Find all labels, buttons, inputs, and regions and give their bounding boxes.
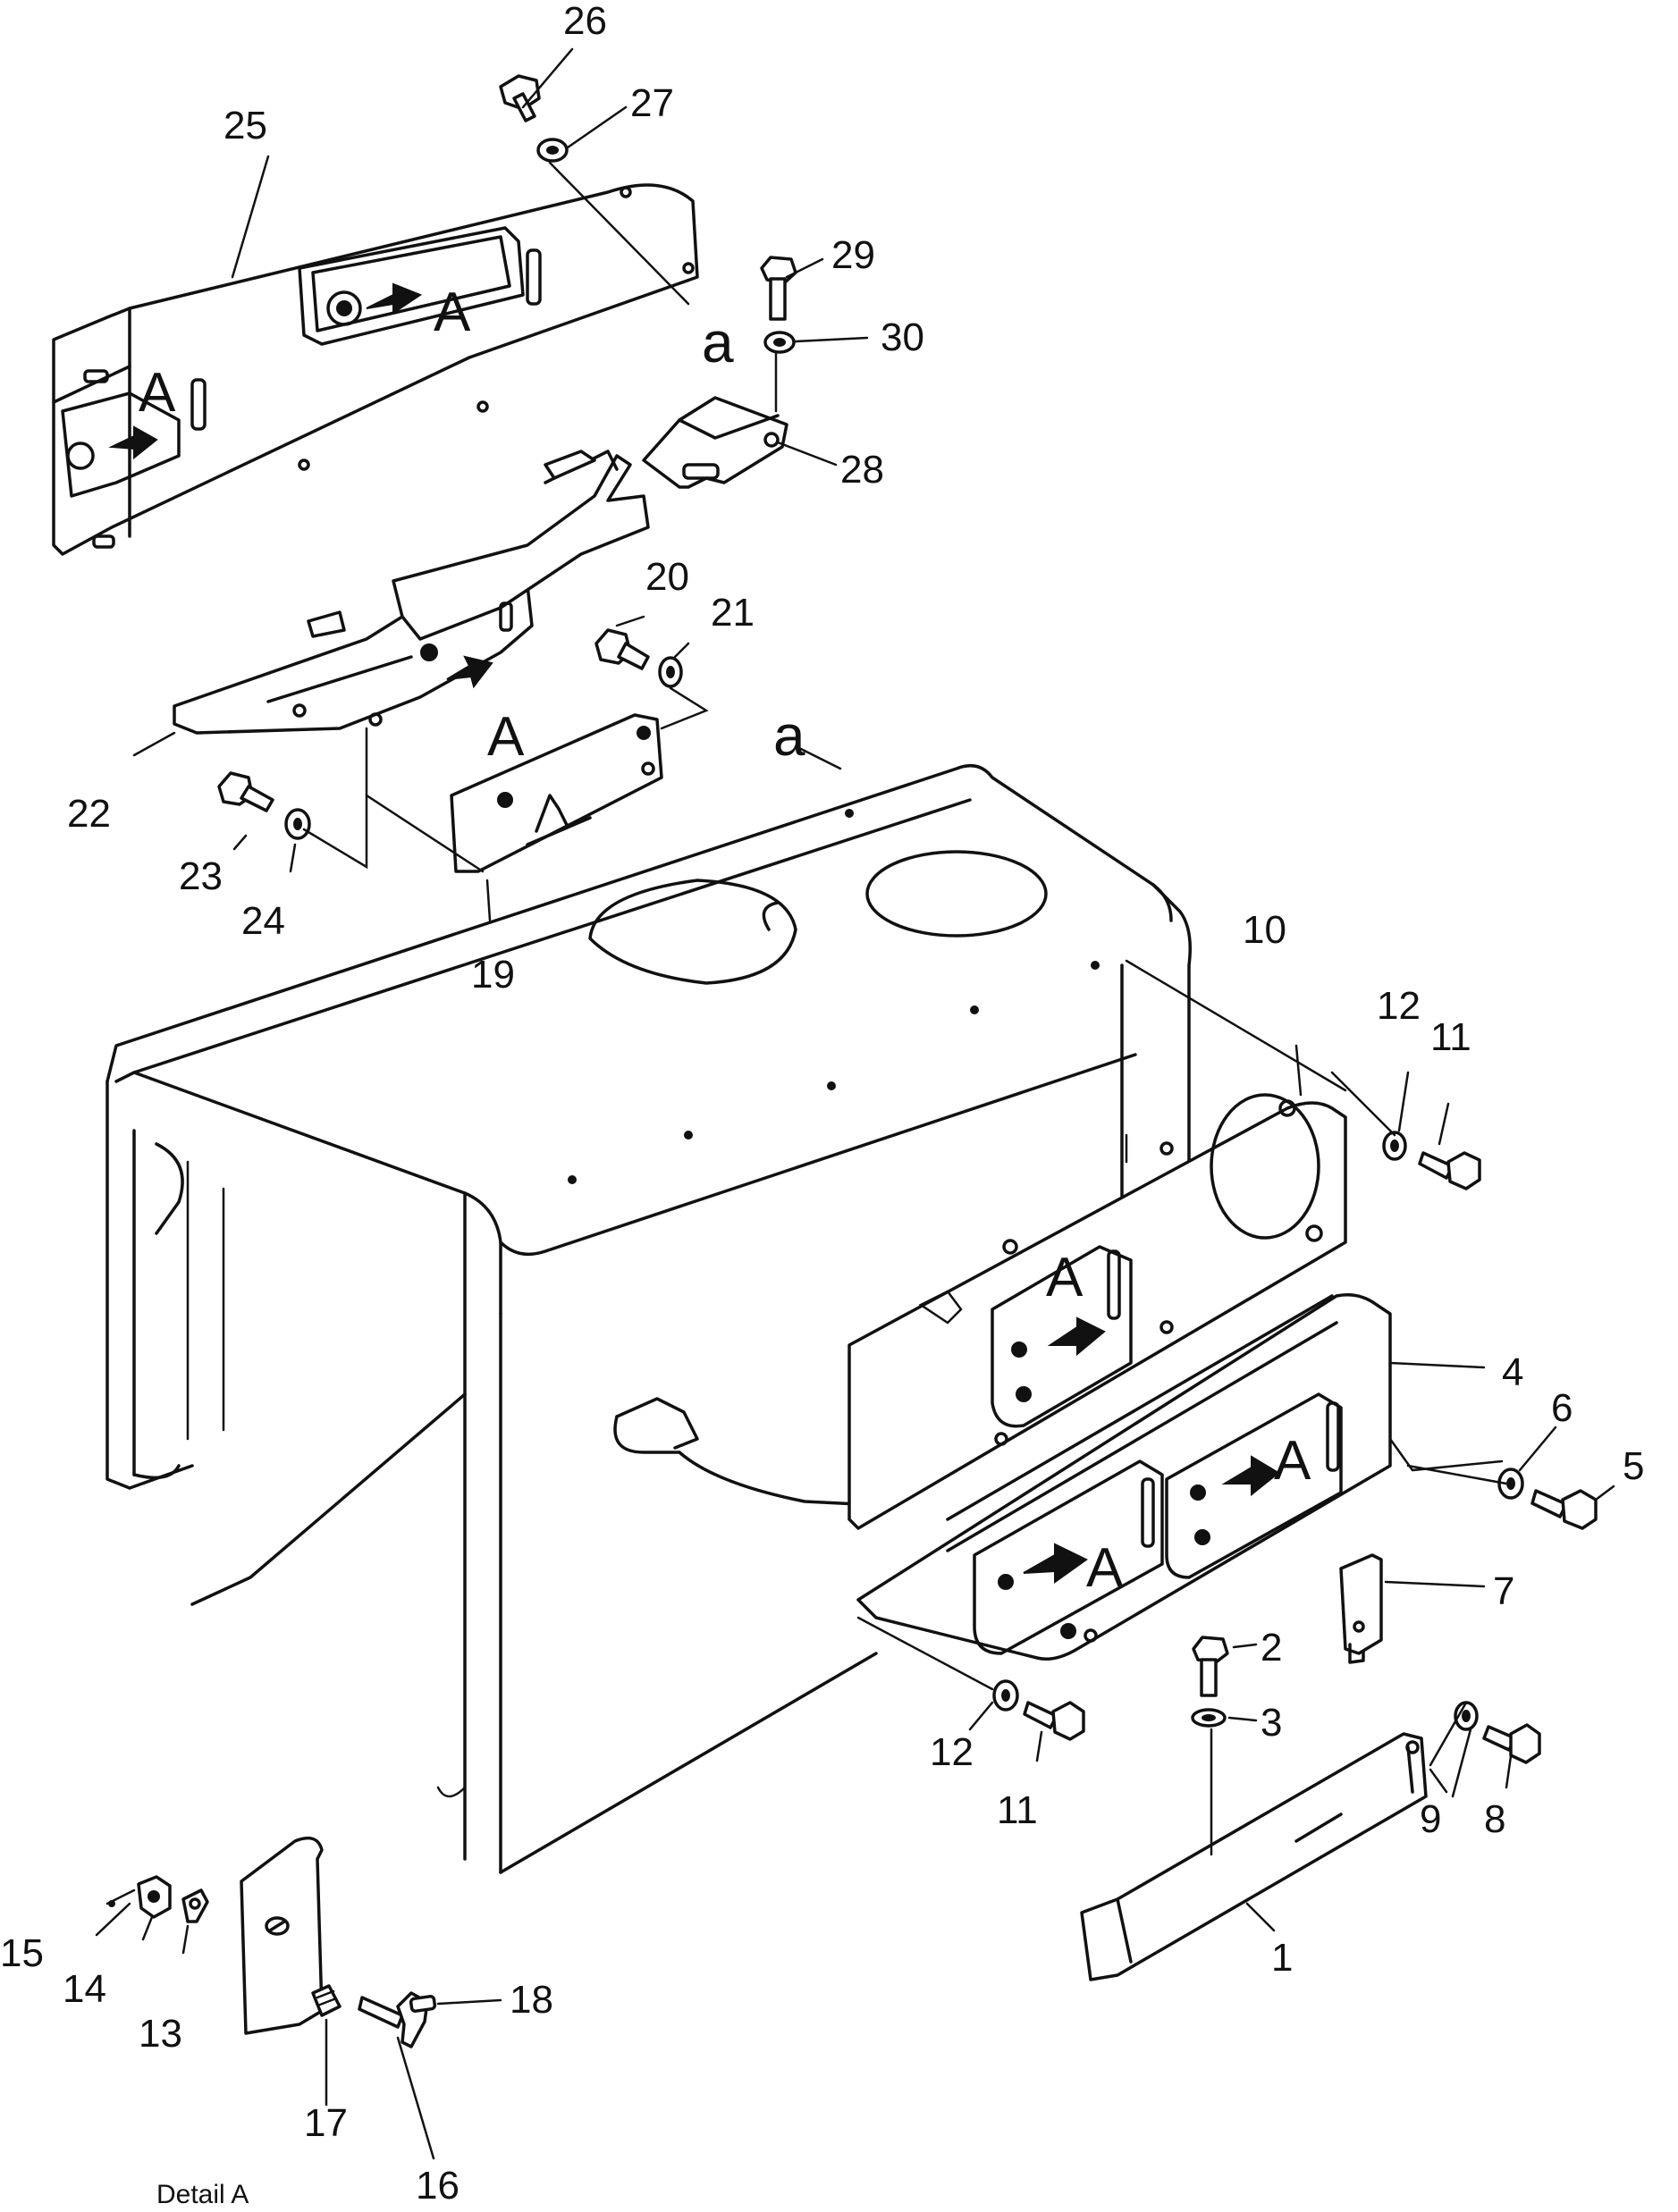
detail-a — [95, 1836, 502, 2160]
bracket-22 — [173, 450, 650, 735]
callout-labels: 26 27 25 29 30 28 20 21 22 23 24 19 10 1… — [0, 0, 1644, 2208]
callout-7: 7 — [1493, 1569, 1514, 1613]
callout-29: 29 — [831, 233, 875, 277]
view-a-panel-4-right: A — [1274, 1430, 1311, 1492]
view-a-cover-left: A — [139, 362, 176, 424]
bolt-5 — [1530, 1489, 1598, 1530]
hood-body — [105, 763, 1192, 1874]
callout-16: 16 — [416, 2164, 460, 2208]
bracket-28 — [642, 396, 788, 489]
pin-18 — [409, 1995, 437, 2013]
callout-22: 22 — [67, 792, 111, 836]
bolt-2 — [1192, 1636, 1229, 1697]
bolt-23 — [217, 771, 274, 812]
view-a-panel-10: A — [1046, 1247, 1084, 1308]
ref-a-top: a — [702, 310, 734, 374]
bolt-26 — [499, 74, 541, 122]
washer-30 — [763, 331, 796, 354]
clip-13 — [181, 1888, 209, 1923]
top-cover-25 — [52, 183, 699, 556]
callout-11-lower: 11 — [997, 1788, 1038, 1832]
washer-12-lower — [992, 1679, 1019, 1712]
plate-1 — [1080, 1732, 1428, 1981]
callout-30: 30 — [881, 315, 924, 359]
callout-15: 15 — [0, 1931, 44, 1975]
callout-10: 10 — [1243, 908, 1286, 952]
reference-marks: a a A A A A A A — [139, 282, 1311, 1599]
leader-lines — [132, 47, 1615, 1932]
detail-caption: Detail A — [156, 2180, 249, 2209]
washer-24 — [284, 808, 311, 840]
callout-9: 9 — [1420, 1797, 1441, 1841]
bolt-20 — [594, 628, 650, 670]
nut-14 — [137, 1875, 172, 1919]
view-a-cover-right: A — [434, 282, 471, 343]
callout-20: 20 — [645, 555, 689, 599]
view-a-panel-4-left: A — [1086, 1537, 1124, 1599]
callout-4: 4 — [1502, 1350, 1523, 1394]
washer-3 — [1191, 1708, 1227, 1728]
bolt-29 — [760, 256, 797, 321]
callout-13: 13 — [139, 2012, 182, 2056]
callout-26: 26 — [563, 0, 607, 43]
bolt-8 — [1482, 1723, 1541, 1764]
callout-21: 21 — [711, 591, 755, 635]
washer-12-upper — [1382, 1131, 1407, 1161]
view-a-bracket: A — [487, 706, 525, 768]
callout-25: 25 — [223, 104, 267, 147]
callout-5: 5 — [1623, 1444, 1644, 1488]
washer-27 — [536, 138, 569, 163]
callout-19: 19 — [471, 953, 515, 997]
spring-17 — [311, 1984, 342, 2017]
callout-12-lower: 12 — [930, 1730, 974, 1774]
ref-a-body: a — [773, 703, 805, 768]
bracket-7 — [1339, 1553, 1383, 1664]
callout-18: 18 — [510, 1978, 553, 2022]
callout-23: 23 — [179, 854, 223, 898]
callout-27: 27 — [630, 81, 674, 125]
callout-3: 3 — [1261, 1701, 1282, 1745]
callout-2: 2 — [1261, 1626, 1282, 1670]
washer-21 — [658, 656, 683, 688]
bolt-11-upper — [1418, 1151, 1481, 1190]
callout-17: 17 — [304, 2101, 348, 2145]
callout-8: 8 — [1484, 1797, 1505, 1841]
side-panel-4 — [856, 1293, 1392, 1661]
callout-1: 1 — [1271, 1936, 1293, 1980]
bolt-11-lower — [1023, 1701, 1085, 1741]
callout-14: 14 — [63, 1967, 106, 2011]
callout-28: 28 — [840, 448, 884, 492]
callout-11-upper: 11 — [1430, 1015, 1471, 1059]
plate-19 — [450, 713, 663, 873]
callout-12-upper: 12 — [1377, 984, 1421, 1028]
callout-24: 24 — [241, 899, 285, 943]
side-panel-10 — [847, 1093, 1347, 1530]
callout-6: 6 — [1551, 1386, 1573, 1430]
washer-6 — [1497, 1468, 1524, 1500]
